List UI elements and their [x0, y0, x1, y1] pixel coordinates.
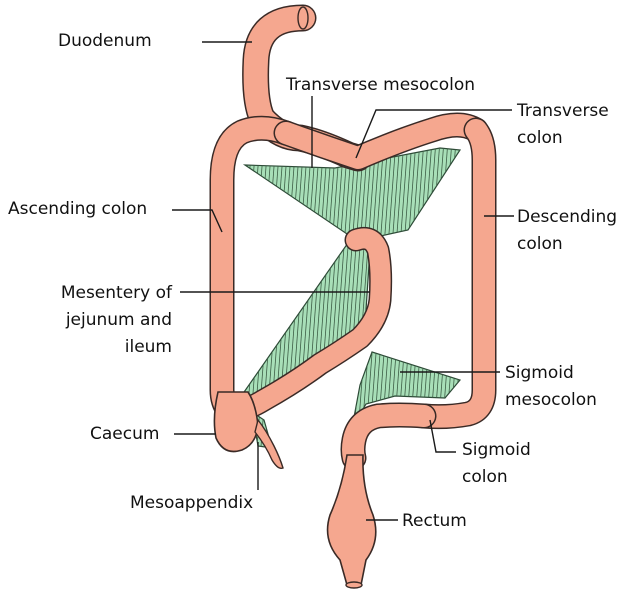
- label-descending-colon: Descending colon: [517, 204, 617, 258]
- label-mesoappendix: Mesoappendix: [130, 490, 253, 517]
- label-ascending-colon: Ascending colon: [8, 196, 147, 223]
- rectum-shape: [328, 455, 376, 588]
- label-duodenum: Duodenum: [58, 28, 152, 55]
- duodenum-opening: [298, 7, 308, 29]
- label-transverse-mesocolon: Transverse mesocolon: [286, 72, 475, 99]
- sigmoid-colon-tube: [353, 415, 424, 458]
- label-mesentery: Mesentery of jejunum and ileum: [46, 280, 172, 361]
- label-rectum: Rectum: [402, 508, 467, 535]
- label-transverse-colon: Transverse colon: [517, 98, 609, 152]
- label-sigmoid-colon: Sigmoid colon: [462, 437, 531, 491]
- label-caecum: Caecum: [90, 421, 159, 448]
- label-sigmoid-mesocolon: Sigmoid mesocolon: [505, 360, 597, 414]
